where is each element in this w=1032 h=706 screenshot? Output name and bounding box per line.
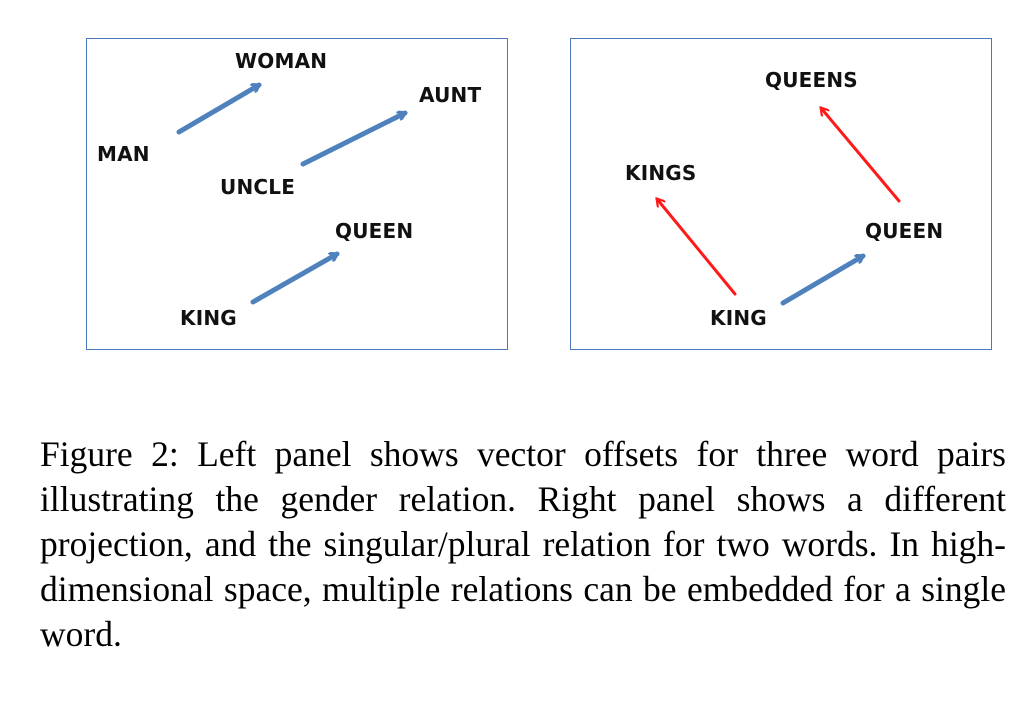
figure-caption: Figure 2: Left panel shows vector offset… — [40, 434, 1006, 654]
label-queen-right: QUEEN — [865, 219, 944, 243]
label-uncle: UNCLE — [220, 175, 296, 199]
arrow-queen-queens — [821, 108, 901, 203]
label-aunt: AUNT — [419, 83, 482, 107]
label-king: KING — [180, 306, 237, 330]
arrow-king-queen — [250, 251, 337, 305]
arrow-king-kings — [657, 199, 737, 296]
label-woman: WOMAN — [235, 49, 328, 73]
left-panel-arrows — [176, 82, 509, 305]
label-king-right: KING — [710, 306, 767, 330]
label-kings: KINGS — [625, 161, 697, 185]
right-panel-arrows — [571, 39, 901, 306]
arrow-king-queen-right — [780, 253, 863, 306]
label-queen: QUEEN — [335, 219, 414, 243]
arrow-uncle-aunt — [300, 113, 405, 167]
label-queens: QUEENS — [765, 68, 858, 92]
arrow-man-woman — [176, 82, 259, 135]
right-panel: QUEENS KINGS QUEEN KING — [570, 38, 992, 350]
label-man: MAN — [97, 142, 150, 166]
left-panel: WOMAN AUNT MAN UNCLE QUEEN KING — [86, 38, 508, 350]
